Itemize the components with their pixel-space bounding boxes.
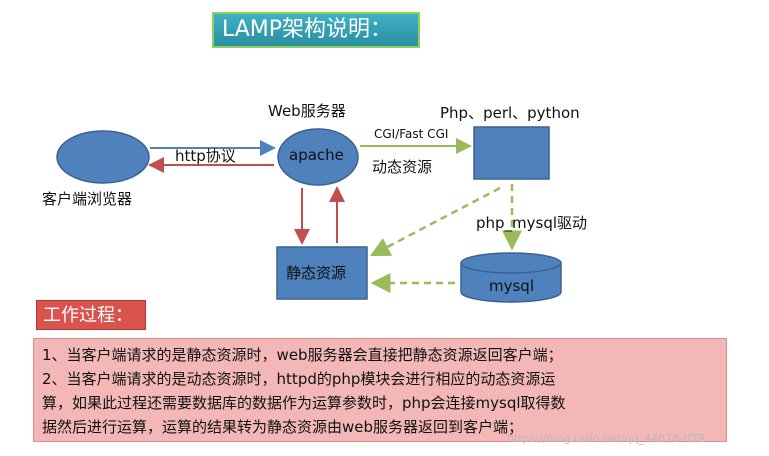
static-node [276, 246, 368, 300]
process-description: 1、当客户端请求的是静态资源时，web服务器会直接把静态资源返回客户端； 2、当… [33, 338, 727, 442]
dynamic-label: 动态资源 [372, 158, 433, 176]
mysql-label: mysql [489, 277, 534, 295]
process-title: 工作过程： [36, 300, 146, 330]
interpreter-node [473, 126, 550, 180]
client-label: 客户端浏览器 [42, 190, 133, 208]
process-line: 1、当客户端请求的是静态资源时，web服务器会直接把静态资源返回客户端； [42, 346, 563, 364]
process-line: 2、当客户端请求的是动态资源时，httpd的php模块会进行相应的动态资源运 [42, 370, 556, 388]
process-line: 算，如果此过程还需要数据库的数据作为运算参数时，php会连接mysql取得数 [42, 394, 566, 412]
interpreter-to-static-arrow [369, 186, 501, 257]
apache-label: apache [289, 146, 344, 164]
mysql-node [460, 252, 562, 303]
diagram-title: LAMP架构说明： [212, 12, 420, 48]
client-node [56, 130, 150, 184]
static-label: 静态资源 [286, 264, 347, 282]
driver-label: php_mysql驱动 [476, 214, 588, 232]
http-label: http协议 [175, 147, 236, 165]
apache-node [277, 128, 359, 186]
web-server-label: Web服务器 [268, 102, 346, 120]
process-line: 据然后进行运算，运算的结果转为静态资源由web服务器返回到客户端； [42, 418, 524, 436]
watermark: https://blog.csdn.net/qq_44078-HTB [507, 432, 706, 445]
cgi-label: CGI/Fast CGI [374, 127, 449, 141]
interpreters-label: Php、perl、python [440, 104, 580, 122]
